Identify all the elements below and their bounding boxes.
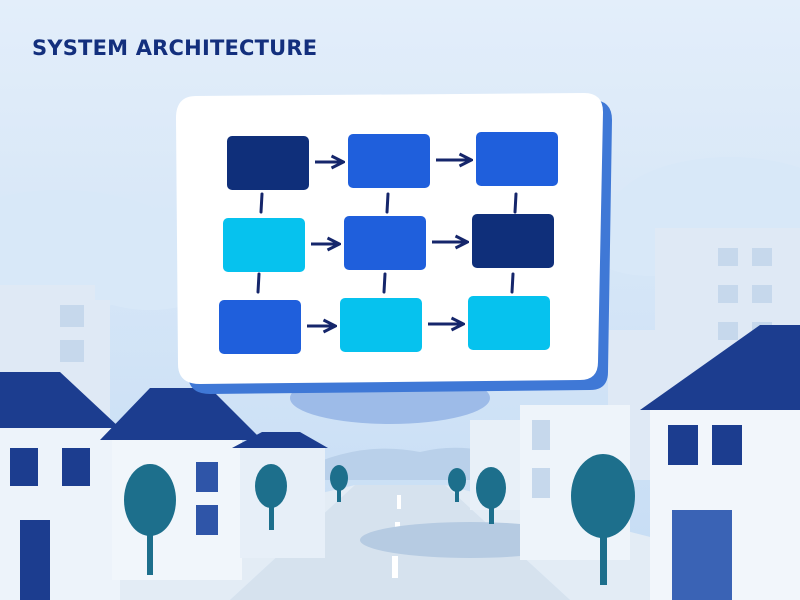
window [718, 322, 738, 340]
diagram-box [219, 300, 301, 354]
diagram-connector [385, 192, 390, 214]
tree-crown [255, 464, 287, 508]
tree-trunk [269, 492, 274, 530]
diagram-box [223, 218, 305, 272]
tree-crown [476, 467, 506, 509]
tree [124, 464, 176, 575]
house-window [532, 468, 550, 498]
tree-trunk [147, 505, 153, 575]
flow-diagram [219, 132, 558, 354]
window [752, 248, 772, 266]
diagram-box [348, 134, 430, 188]
house-roof [232, 432, 328, 448]
diagram-connector [382, 272, 387, 294]
distant-windows [60, 248, 772, 362]
window [752, 285, 772, 303]
window [718, 248, 738, 266]
trees [124, 454, 635, 585]
tree [330, 465, 348, 502]
distant-hills [300, 447, 520, 480]
tree-crown [124, 464, 176, 536]
diagram-box [468, 296, 550, 350]
tree-crown [571, 454, 635, 538]
tree [476, 467, 506, 524]
house-door [672, 510, 732, 600]
lane-dash [392, 556, 398, 578]
tree-crown [448, 468, 466, 492]
tree [255, 464, 287, 530]
house-window [712, 425, 742, 465]
tree-trunk [600, 505, 607, 585]
diagram-box [227, 136, 309, 190]
window [718, 285, 738, 303]
tree [571, 454, 635, 585]
diagram-box [476, 132, 558, 186]
house-window [62, 448, 90, 486]
window [60, 340, 84, 362]
house-window [532, 420, 550, 450]
house-window [196, 462, 218, 492]
tree [448, 468, 466, 502]
house-roof [0, 372, 120, 428]
tree-crown [330, 465, 348, 491]
page-title: SYSTEM ARCHITECTURE [32, 36, 318, 60]
house-window [668, 425, 698, 465]
house-window [196, 505, 218, 535]
house-wall [240, 448, 325, 558]
house-roof [640, 325, 800, 410]
lane-dash [397, 495, 401, 509]
diagram-connector [259, 192, 264, 214]
diagram-box [340, 298, 422, 352]
diagram-box [472, 214, 554, 268]
diagram-box [344, 216, 426, 270]
diagram-connector [256, 272, 261, 294]
diagram-connector [510, 272, 515, 294]
diagram-connector [513, 192, 518, 214]
window [60, 305, 84, 327]
house-door [20, 520, 50, 600]
house-roof [100, 388, 262, 440]
house-window [10, 448, 38, 486]
